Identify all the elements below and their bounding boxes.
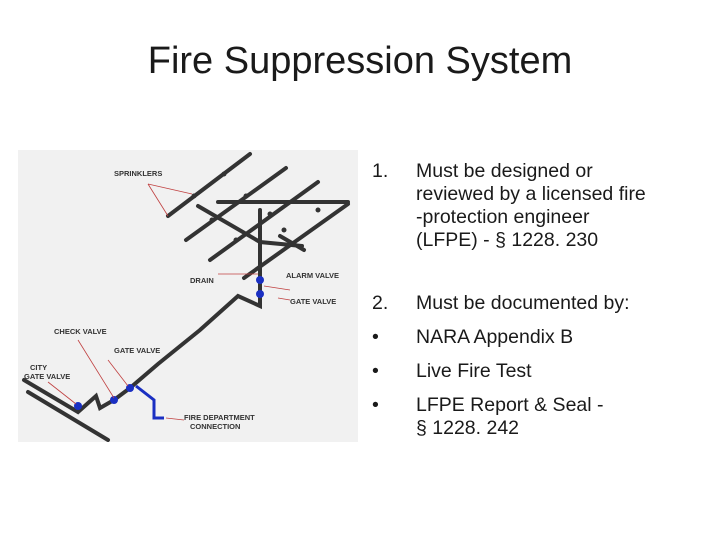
list-item-1: 1. Must be designed or reviewed by a lic… — [372, 160, 702, 252]
gate-valve-mid-icon — [110, 396, 118, 404]
label-drain: DRAIN — [190, 276, 214, 285]
alarm-valve-icon — [256, 276, 264, 284]
item-1-line-1: Must be designed or — [416, 160, 593, 182]
leader-lines — [47, 183, 291, 421]
gate-valve-icon — [256, 290, 264, 298]
label-gate-valve-top: GATE VALVE — [290, 297, 336, 306]
item-text-2: Must be documented by: — [416, 292, 630, 314]
bullet-item: • Live Fire Test — [372, 360, 702, 383]
bullet-icon: • — [372, 326, 379, 348]
branch-line-3 — [208, 180, 320, 262]
bullet-item: • LFPE Report & Seal - § 1228. 242 — [372, 394, 702, 440]
feed-main-pipe — [196, 204, 304, 248]
item-text-1: Must be designed or reviewed by a licens… — [416, 160, 702, 252]
label-connection: CONNECTION — [190, 422, 240, 431]
bullet-3-line-2: § 1228. 242 — [416, 417, 520, 439]
branch-line-1 — [166, 152, 252, 218]
slide-title: Fire Suppression System — [147, 40, 573, 82]
item-number-2: 2. — [372, 292, 389, 314]
label-city: CITY — [30, 363, 47, 372]
item-1-line-3: -protection engineer — [416, 206, 590, 228]
branch-line-2 — [184, 166, 288, 242]
item-1-line-4: (LFPE) - § 1228. 230 — [416, 229, 599, 251]
bullet-item: • NARA Appendix B — [372, 326, 702, 349]
label-gate-valve-mid: GATE VALVE — [114, 346, 160, 355]
branch-line-4 — [242, 202, 350, 280]
list-item-2: 2. Must be documented by: — [372, 292, 702, 315]
drop-pipe — [278, 234, 306, 252]
requirements-list: 1. Must be designed or reviewed by a lic… — [372, 160, 702, 440]
underground-main-pipe — [26, 390, 110, 442]
label-check-valve: CHECK VALVE — [54, 327, 107, 336]
sprinkler-heads — [191, 171, 321, 243]
label-alarm-valve: ALARM VALVE — [286, 271, 339, 280]
bullet-icon: • — [372, 360, 379, 382]
label-fire-department: FIRE DEPARTMENT — [184, 413, 255, 422]
fire-suppression-diagram: SPRINKLERS DRAIN ALARM VALVE GATE VALVE … — [18, 150, 358, 442]
label-city-gate-valve: GATE VALVE — [24, 372, 70, 381]
bullet-text: LFPE Report & Seal - § 1228. 242 — [416, 394, 702, 440]
bullet-text: NARA Appendix B — [416, 326, 574, 348]
item-number-1: 1. — [372, 160, 389, 182]
bullet-icon: • — [372, 394, 379, 416]
bullet-3-line-1: LFPE Report & Seal - — [416, 394, 604, 416]
bullet-text: Live Fire Test — [416, 360, 532, 382]
label-sprinklers: SPRINKLERS — [114, 169, 162, 178]
sprinkler-system-illustration: SPRINKLERS DRAIN ALARM VALVE GATE VALVE … — [22, 152, 350, 442]
fire-department-connection-pipe — [135, 384, 164, 420]
item-1-line-2: reviewed by a licensed fire — [416, 183, 646, 205]
